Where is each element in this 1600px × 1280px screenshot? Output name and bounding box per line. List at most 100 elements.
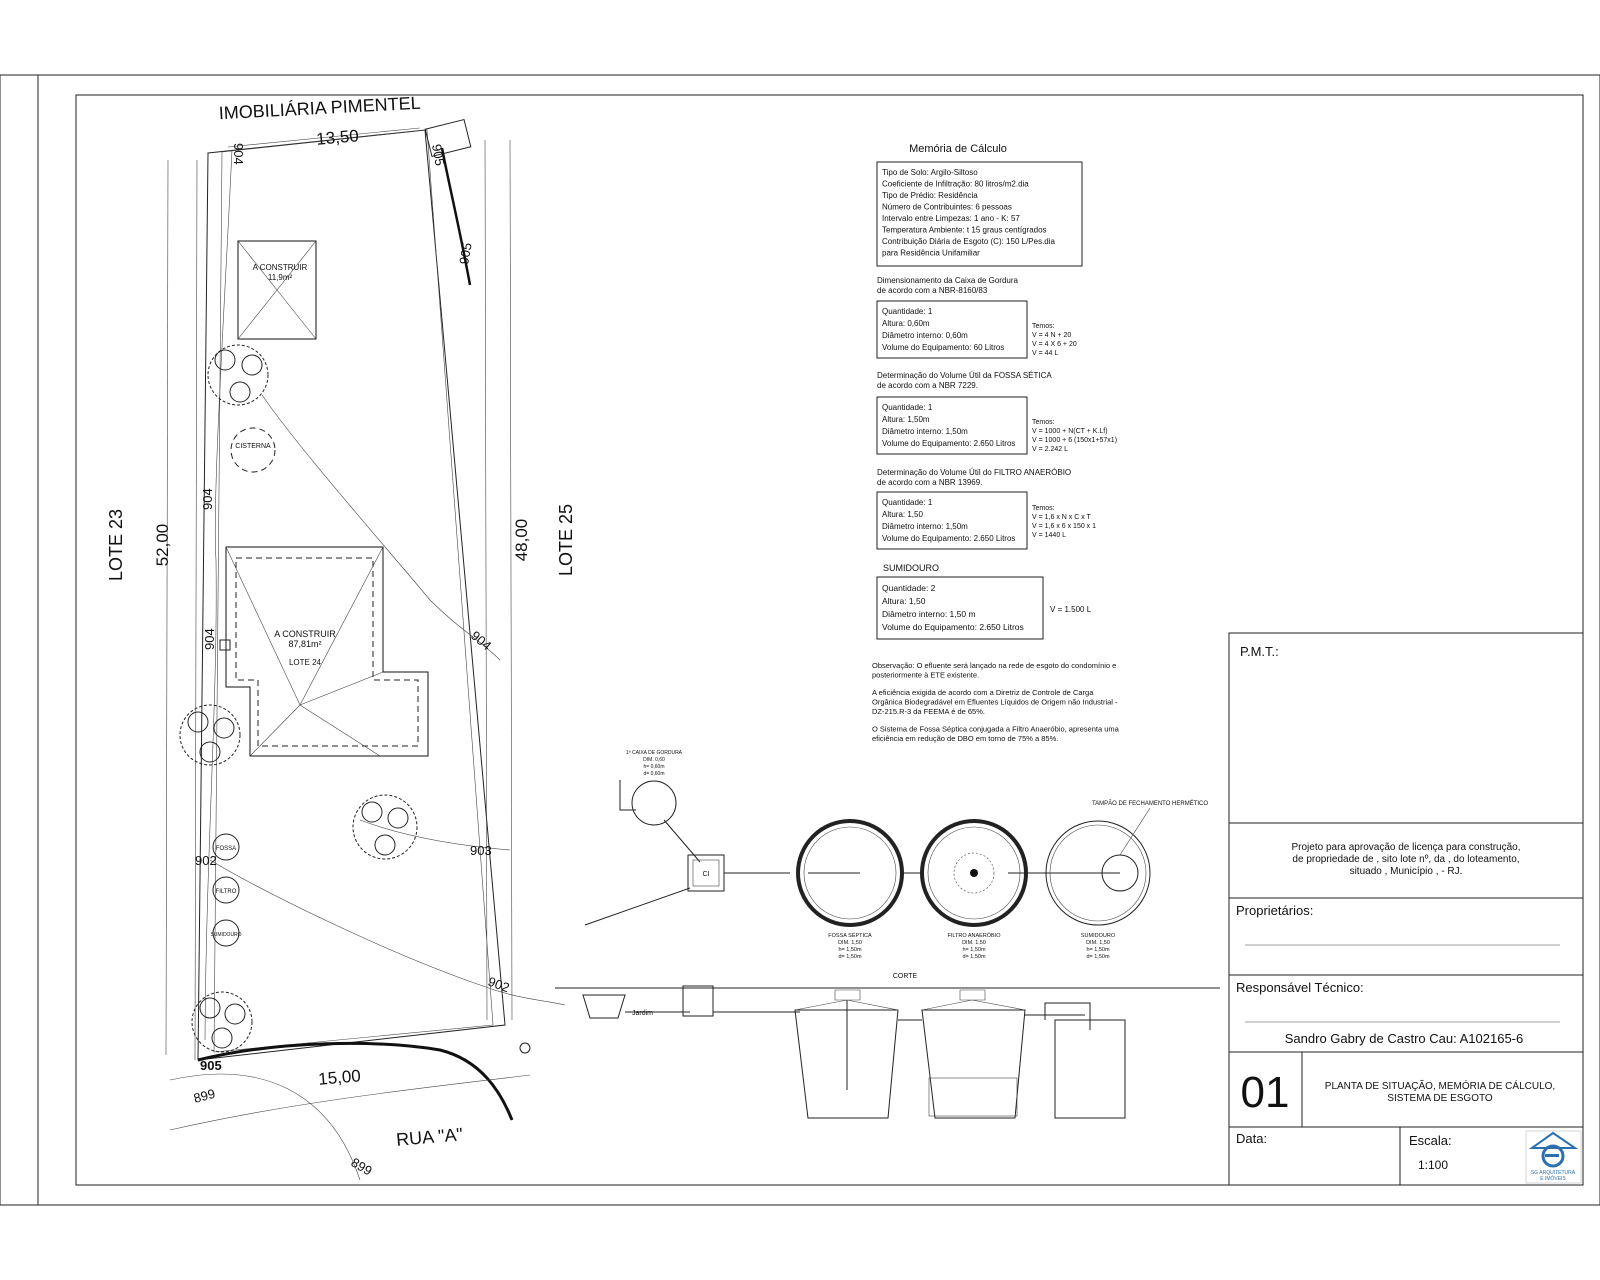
top-neighbor-label: IMOBILIÁRIA PIMENTEL <box>218 93 421 124</box>
caixa-title-1: Dimensionamento da Caixa de Gordura <box>877 276 1019 285</box>
memo-general-lines: Tipo de Solo: Argilo-SiltosoCoeficiente … <box>882 168 1056 258</box>
fossa-title-1: Determinação do Volume Útil da FOSSA SÉT… <box>877 371 1052 380</box>
tree-icon <box>179 704 241 766</box>
sumidouro-box <box>876 576 1044 640</box>
contour-label: 899 <box>192 1086 217 1106</box>
detail-filtro-center <box>970 869 978 877</box>
house-footprint <box>225 546 429 757</box>
memo-filtro-line: Volume do Equipamento: 2.650 Litros <box>882 534 1015 543</box>
detail-filtro-line: d= 1,50m <box>962 954 986 960</box>
house-roof-ridge <box>299 704 381 757</box>
detail-sumidouro-line: DIM. 1,50 <box>1086 940 1110 946</box>
memo-filtro-calc-line: Temos: <box>1032 505 1055 512</box>
section-sumidouro-pipe <box>1044 1002 1091 1030</box>
sheet-title-1: PLANTA DE SITUAÇÃO, MEMÓRIA DE CÁLCULO, <box>1325 1079 1555 1092</box>
memo-sumidouro-line: Quantidade: 2 <box>882 583 936 593</box>
contour-label: 904 <box>468 628 494 653</box>
section-jardim-label: Jardim <box>632 1010 653 1017</box>
memo-filtro-line: Altura: 1,50 <box>882 510 923 519</box>
scale-value: 1:100 <box>1418 1158 1448 1172</box>
contour-902 <box>209 859 566 1006</box>
detail-fossa-line: FOSSA SÉPTICA <box>828 932 872 939</box>
detail-sumidouro-inner <box>1049 824 1147 922</box>
detail-sumidouro-line: h= 1,50m <box>1086 947 1110 953</box>
fossa-box <box>876 396 1028 455</box>
company-logo: SG ARQUITETURA E IMÓVEIS <box>1525 1130 1582 1184</box>
scale-label: Escala: <box>1409 1133 1452 1148</box>
annex-roof-ridge <box>276 289 317 340</box>
left-dim-line <box>165 159 169 1056</box>
memo-notes: Observação: O efluente será lançado na r… <box>872 661 1120 743</box>
contour-label: 905 <box>456 242 475 266</box>
memo-caixa-calc-line: V = 4 X 6 + 20 <box>1032 341 1077 348</box>
memo-fossa-calc-line: V = 1000 + 6 (150x1+57x1) <box>1032 437 1117 444</box>
contour-899 <box>169 1073 361 1181</box>
contour-label: 904 <box>231 143 246 165</box>
house-roof-ridge <box>249 704 301 757</box>
memo-caixa-calc-line: V = 44 L <box>1032 350 1058 357</box>
calculation-memo: Memória de Cálculo Tipo de Solo: Argilo-… <box>872 143 1120 743</box>
tech-name: Sandro Gabry de Castro Cau: A102165-6 <box>1285 1031 1523 1046</box>
filtro-box <box>876 491 1028 550</box>
section-filtro-top <box>921 989 1026 1011</box>
cistern-label: CISTERNA <box>235 443 271 450</box>
plan-grease-box <box>219 639 231 651</box>
street-label: RUA "A" <box>395 1124 463 1150</box>
annex-label: A CONSTRUIR <box>253 263 308 272</box>
section-sumidouro <box>1054 1019 1126 1119</box>
filtro-title-2: de acordo com a NBR 13969. <box>877 478 982 487</box>
detail-sumidouro-line: SUMIDOURO <box>1081 933 1116 939</box>
detail-filtro-line: h= 1,50m <box>962 947 986 953</box>
sheet-number: 01 <box>1241 1068 1290 1117</box>
logo-roof-icon <box>1528 1131 1579 1149</box>
caixa-box <box>876 300 1028 359</box>
dim-front-bottom: 15,00 <box>318 1066 362 1089</box>
cistern <box>230 427 276 473</box>
detail-sumidouro-line: d= 1,50m <box>1086 954 1110 960</box>
plan-filtro <box>212 876 240 904</box>
tree-icon <box>352 794 418 860</box>
detail-ci-label: CI <box>703 871 710 878</box>
memo-general-line: Intervalo entre Limpezas: 1 ano - K: 57 <box>882 214 1020 223</box>
detail-caixa-line: d= 0,60m <box>644 771 665 777</box>
memo-caixa-calc-line: Temos: <box>1032 323 1055 330</box>
contour-904b <box>261 394 501 661</box>
sumidouro-calc: V = 1.500 L <box>1050 605 1092 614</box>
detail-inlet-pipe <box>619 780 636 811</box>
memo-note: Observação: O efluente será lançado na r… <box>872 661 1116 680</box>
fossa-title-2: de acordo com a NBR 7229. <box>877 381 978 390</box>
project-line-1: Projeto para aprovação de licença para c… <box>1291 842 1520 853</box>
memo-general-line: Tipo de Prédio: Residência <box>882 191 978 200</box>
detail-sumidouro-ring <box>1045 820 1151 926</box>
right-dim-line <box>484 139 488 1021</box>
contour-905 <box>440 147 472 286</box>
memo-filtro-calc-line: V = 1440 L <box>1032 532 1066 539</box>
house-outline-dashed <box>235 557 419 747</box>
memo-caixa-line: Diâmetro interno: 0,60m <box>882 331 968 340</box>
sheet-title-2: SISTEMA DE ESGOTO <box>1387 1093 1493 1104</box>
memo-filtro-calc-line: V = 1,6 x 6 x 150 x 1 <box>1032 523 1096 530</box>
project-line-2: de propriedade de , sito lote nº, da , d… <box>1292 854 1519 865</box>
date-label: Data: <box>1236 1131 1267 1146</box>
filtro-title-1: Determinação do Volume Útil do FILTRO AN… <box>877 468 1071 477</box>
corner-marker <box>424 118 472 158</box>
memo-fossa-calc-line: V = 2.242 L <box>1032 446 1068 453</box>
house-roof-ridge <box>299 671 384 706</box>
plan-fossa <box>212 833 240 861</box>
detail-filtro-media <box>953 852 995 894</box>
left-lot-line <box>194 159 198 1061</box>
tree-symbols <box>179 344 418 1053</box>
memo-fossa-line: Altura: 1,50m <box>882 415 930 424</box>
memo-fossa-line: Quantidade: 1 <box>882 403 933 412</box>
house-label: A CONSTRUIR <box>274 629 336 639</box>
owners-label: Proprietários: <box>1236 903 1313 918</box>
memo-caixa-line: Quantidade: 1 <box>882 307 933 316</box>
detail-pipe <box>663 819 701 863</box>
detail-caixa-line: DIM. 0,60 <box>643 757 665 763</box>
